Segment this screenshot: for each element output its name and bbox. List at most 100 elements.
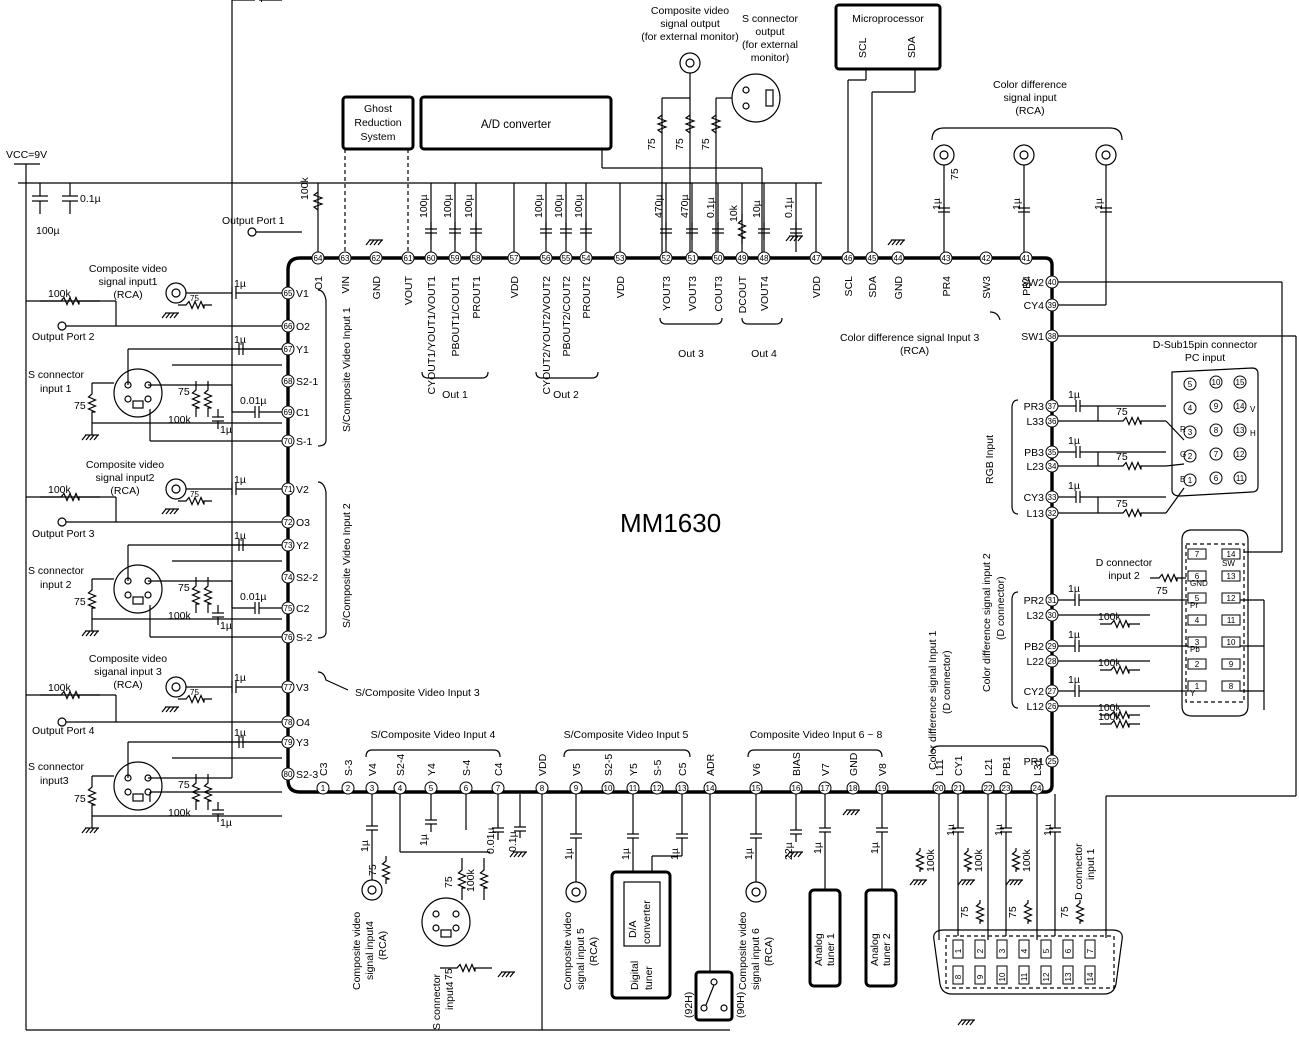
ground-icon (969, 1019, 975, 1026)
pin-79-number: 79 (284, 738, 293, 747)
ground-icon (497, 971, 503, 978)
dconn2-pin-7 (1187, 548, 1207, 560)
pin-74 (281, 570, 295, 584)
microprocessor-block: Microprocessor SCL SDA (834, 3, 942, 254)
cap-value: 1µ (620, 848, 632, 860)
cap-value: 1µ (220, 817, 232, 829)
dsub-pin-2 (1183, 449, 1197, 463)
svg-text:Out 2: Out 2 (553, 389, 579, 401)
svg-text:signal input: signal input (1003, 92, 1056, 104)
res-value: 75 (178, 582, 190, 594)
pin-41 (1019, 251, 1033, 265)
dconn1-pin-number: 4 (1020, 948, 1029, 953)
ground-icon (969, 879, 975, 886)
svg-text:(RCA): (RCA) (900, 345, 929, 357)
ground-icon (1005, 879, 1011, 886)
dconn1-pin-5 (1040, 939, 1052, 959)
cap-value: 0.1µ (783, 197, 795, 218)
resistor (962, 848, 974, 872)
resistor (86, 579, 98, 619)
pin-30-name: L32 (1026, 610, 1044, 622)
resistor (178, 495, 212, 507)
svg-text:(for external monitor): (for external monitor) (641, 31, 738, 43)
pin-79-name: Y3 (296, 737, 309, 749)
resistor (40, 689, 100, 701)
pin-71-number: 71 (284, 485, 293, 494)
res-value: 75 (1116, 498, 1128, 510)
dconn2-y-label: Y (1190, 689, 1196, 698)
pin-50-number: 50 (714, 254, 723, 263)
wire (1165, 487, 1185, 514)
dconn1-pin-10 (996, 965, 1008, 985)
s-pin-icon (452, 910, 460, 918)
dconn2-pin-6 (1187, 570, 1207, 582)
pin-17-number: 17 (821, 784, 830, 793)
pin-78-name: O4 (296, 717, 310, 729)
dconn2-pin-number: 10 (1227, 638, 1236, 647)
pin-46 (841, 251, 855, 265)
cap-value: 1µ (234, 727, 246, 739)
ground-icon (165, 312, 171, 319)
ground-icon (785, 235, 791, 242)
dconn1-pin-13 (1062, 965, 1074, 985)
ground-icon (887, 239, 893, 246)
cap-value: 1µ (945, 824, 957, 836)
svg-text:Composite video: Composite video (562, 912, 574, 990)
s-pin-icon (432, 924, 440, 932)
pin-66-number: 66 (284, 322, 293, 331)
pin-43-name: PR4 (941, 276, 953, 297)
pin-52 (659, 251, 673, 265)
svg-text:tuner: tuner (643, 966, 655, 990)
bottom-blocks: D/A converter Digital tuner Analog tuner… (610, 870, 898, 1022)
wire (1165, 463, 1185, 467)
output-port-icon (57, 517, 67, 527)
out3-resistors: 75 75 75 (646, 114, 722, 150)
ground-icon (797, 235, 803, 242)
ground-icon (1009, 879, 1015, 886)
ghost-reduction-block: Ghost Reduction System (341, 95, 415, 254)
dconn2-gnd-label: GND (1190, 579, 1208, 588)
svg-text:signal input 5: signal input 5 (575, 928, 587, 990)
res-value: 100k (48, 288, 72, 300)
resistor (1022, 900, 1034, 924)
svg-text:D connector: D connector (1096, 557, 1153, 569)
s-pin-icon (452, 924, 460, 932)
ground-icon (509, 851, 515, 858)
res-value: 100k (925, 848, 937, 872)
svg-text:(90H): (90H) (735, 992, 747, 1018)
svg-text:D/A: D/A (627, 920, 639, 938)
pin-17-name: V7 (820, 763, 832, 776)
cap-value: 470µ (653, 194, 665, 218)
svg-text:tuner 2: tuner 2 (881, 933, 893, 966)
rca-center-icon (171, 484, 181, 494)
svg-text:100k: 100k (299, 176, 311, 200)
pin-29-number: 29 (1048, 642, 1057, 651)
dsub-pin-3 (1183, 425, 1197, 439)
pin-11-name: Y5 (628, 763, 640, 776)
svg-text:SDA: SDA (906, 36, 918, 58)
ground-icon (81, 434, 87, 441)
svg-text:input 1: input 1 (1085, 848, 1097, 880)
pin-44-name: GND (893, 276, 905, 300)
resistor (202, 577, 214, 613)
pin-49-number: 49 (738, 254, 747, 263)
svg-text:RGB Input: RGB Input (984, 435, 996, 484)
pin-28-number: 28 (1048, 657, 1057, 666)
pin-63-name: VIN (340, 276, 352, 294)
pin-50-name: COUT3 (713, 276, 725, 312)
ground-icon (517, 851, 523, 858)
dconn2-pb-label: Pb (1190, 645, 1200, 654)
dsub-pin-number: 5 (1188, 380, 1193, 389)
cap-value: 1µ (1068, 583, 1080, 595)
pin-45 (865, 251, 879, 265)
resistor (86, 383, 98, 423)
svg-text:D connector: D connector (1073, 843, 1085, 900)
res-value: 75 (1156, 585, 1168, 597)
pin-77-name: V3 (296, 682, 309, 694)
bottom-rca-labels: Composite video signal input4 (RCA) S co… (351, 912, 775, 1030)
pin-5-name: Y4 (426, 763, 438, 776)
pin-38-name: SW1 (1021, 331, 1044, 343)
dconn2-sw-label: SW (1222, 559, 1235, 568)
pin-39 (1045, 298, 1059, 312)
res-value: 100k (973, 848, 985, 872)
